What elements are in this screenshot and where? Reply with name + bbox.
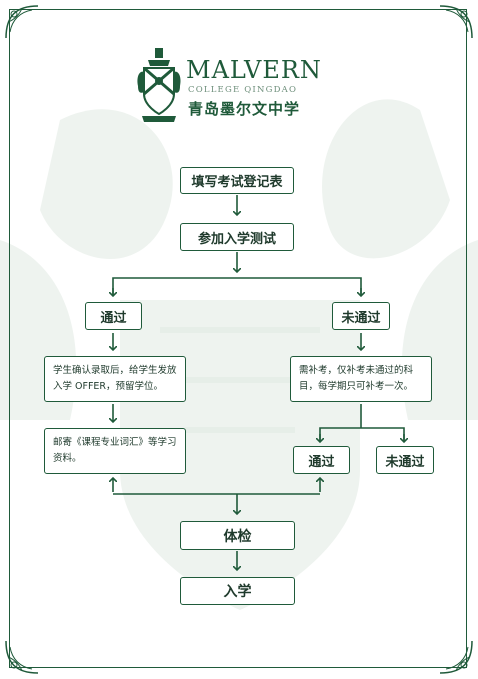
branch-pass-label: 通过 [100,310,127,326]
branch-fail: 未通过 [332,302,390,330]
pass-note-text: 学生确认录取后，给学生发放入学 OFFER，预留学位。 [53,365,177,392]
branch-fail-label: 未通过 [341,310,381,326]
corner-ornament-icon [439,640,473,674]
branch-pass: 通过 [85,302,142,330]
retake-fail: 未通过 [376,446,434,474]
step-enrollment-label: 入学 [223,584,252,600]
step-medical-exam: 体检 [180,521,295,550]
step-register-label: 填写考试登记表 [191,175,283,190]
mail-note-text: 邮寄《课程专业词汇》等学习资料。 [53,437,177,464]
step-entrance-test-label: 参加入学测试 [197,231,276,247]
pass-note: 学生确认录取后，给学生发放入学 OFFER，预留学位。 [44,356,186,402]
school-name-en: MALVERN [186,56,322,84]
school-name-cn: 青岛墨尔文中学 [188,100,301,118]
corner-ornament-icon [439,5,473,39]
mail-note: 邮寄《课程专业词汇》等学习资料。 [44,428,186,474]
school-crest-icon [137,48,181,122]
retake-pass: 通过 [293,446,350,474]
page-border [9,9,467,668]
fail-note-text: 需补考，仅补考未通过的科目，每学期只可补考一次。 [299,365,414,392]
step-register: 填写考试登记表 [180,167,294,194]
fail-note: 需补考，仅补考未通过的科目，每学期只可补考一次。 [290,356,432,402]
step-medical-exam-label: 体检 [223,528,252,545]
corner-ornament-icon [5,5,39,39]
retake-pass-label: 通过 [308,454,335,470]
retake-fail-label: 未通过 [385,454,425,470]
step-enrollment: 入学 [180,577,295,605]
corner-ornament-icon [5,640,39,674]
school-logo: MALVERN COLLEGE QINGDAO 青岛墨尔文中学 [136,44,336,126]
school-subtitle: COLLEGE QINGDAO [188,85,298,95]
step-entrance-test: 参加入学测试 [180,223,294,251]
